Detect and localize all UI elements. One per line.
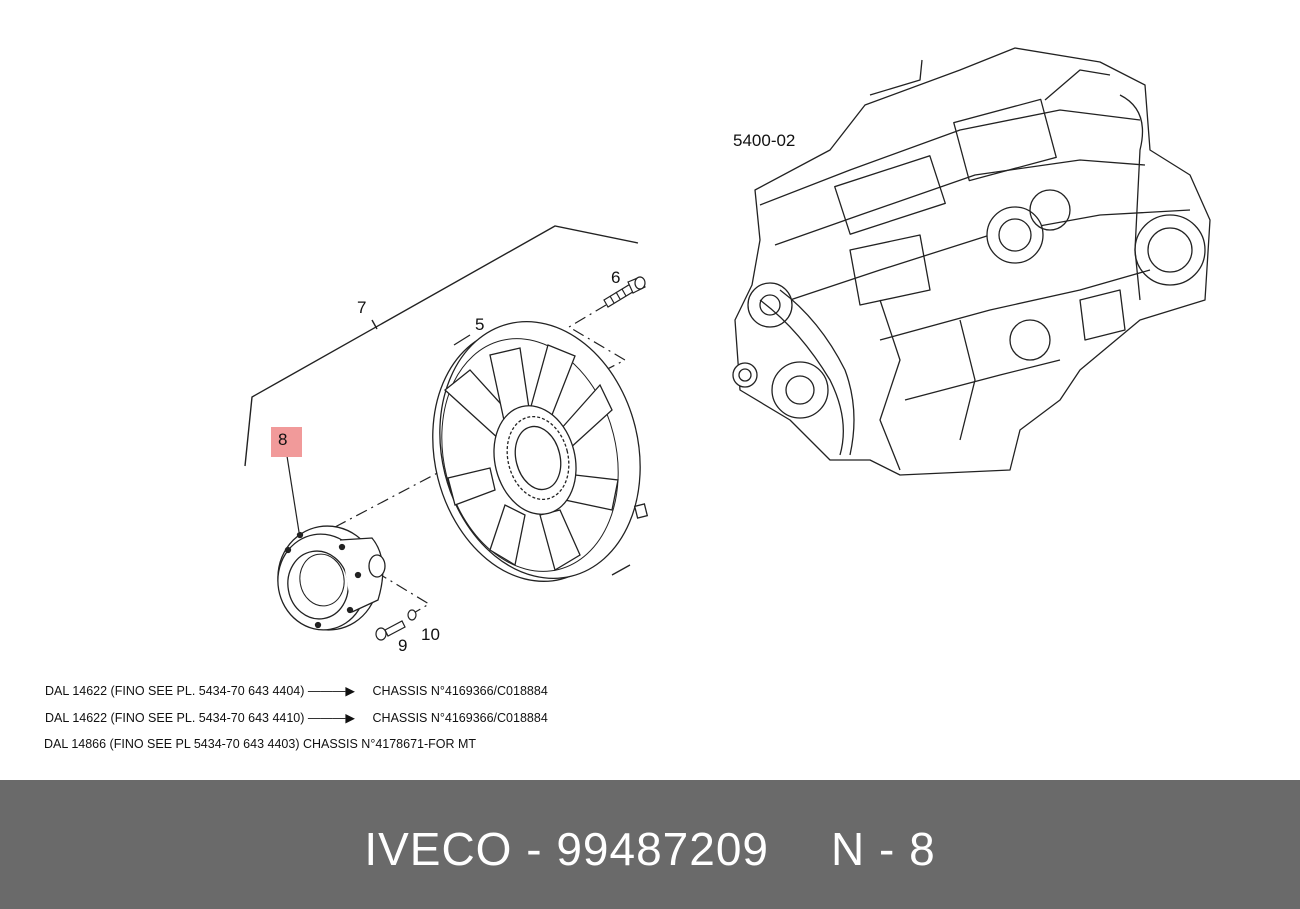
callout-5: 5 (475, 315, 485, 334)
note-1-left: DAL 14622 (FINO SEE PL. 5434-70 643 4404… (45, 684, 305, 698)
note-line-1: DAL 14622 (FINO SEE PL. 5434-70 643 4404… (45, 683, 548, 698)
callout-9: 9 (398, 636, 408, 655)
engine-assembly-icon (732, 47, 1211, 476)
callout-8-highlight (271, 427, 302, 457)
bolt-9-icon (375, 620, 406, 641)
arrow-icon: ———▶ (307, 711, 356, 725)
callout-6: 6 (611, 268, 621, 287)
engine-reference-label: 5400-02 (733, 131, 796, 150)
arrow-icon: ———▶ (307, 684, 356, 698)
note-line-3: DAL 14866 (FINO SEE PL 5434-70 643 4403)… (44, 737, 476, 751)
note-2-right: CHASSIS N°4169366/C018884 (372, 711, 548, 725)
callout-10: 10 (421, 625, 440, 644)
note-3-left: DAL 14866 (FINO SEE PL 5434-70 643 4403)… (44, 737, 477, 751)
washer-10-icon (407, 609, 417, 621)
note-line-2: DAL 14622 (FINO SEE PL. 5434-70 643 4410… (45, 710, 548, 725)
note-2-left: DAL 14622 (FINO SEE PL. 5434-70 643 4410… (45, 711, 305, 725)
note-1-right: CHASSIS N°4169366/C018884 (372, 684, 548, 698)
footer-position: N - 8 (831, 823, 936, 875)
footer-brand-part: IVECO - 99487209 (364, 823, 769, 875)
fan-icon (432, 321, 649, 582)
callout-7-bracket (244, 225, 639, 467)
callout-7: 7 (357, 298, 367, 317)
parts-diagram (244, 47, 1211, 641)
callout-8-leader (286, 455, 300, 533)
bolt-6-icon (603, 276, 646, 308)
callout-8: 8 (278, 430, 288, 449)
viscous-coupling-icon (277, 525, 386, 631)
footer-bar (0, 780, 1300, 909)
footer-caption: IVECO - 99487209 N - 8 (0, 822, 1300, 876)
